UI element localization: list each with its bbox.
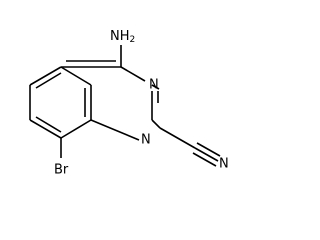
atom-label-nitrile-nitrogen: N xyxy=(219,157,229,172)
bond-cn-triple-2 xyxy=(196,142,221,157)
bond-n1-c8a xyxy=(90,119,140,141)
bond-c8a-c4a xyxy=(60,66,92,86)
molecule-structure-diagram: NH2 N N N Br xyxy=(29,29,229,178)
bond-c4a-c5 xyxy=(29,66,62,86)
bond-cn-triple-1 xyxy=(194,147,219,162)
atom-label-ring-nitrogen-upper: N xyxy=(149,78,159,93)
bond-cn-triple-3 xyxy=(192,152,217,167)
bond-n3-c2 xyxy=(151,84,160,90)
bond-c6-c7 xyxy=(29,119,62,139)
bond-c7-c8 xyxy=(60,119,92,139)
bond-c4a-c5-inner xyxy=(35,72,62,89)
bond-c4-n3 xyxy=(120,66,146,82)
atom-label-amino: NH2 xyxy=(110,29,135,46)
bond-c2-cn xyxy=(159,127,196,149)
bond-c2-n1 xyxy=(151,119,161,129)
bond-c6-c7-inner xyxy=(35,116,62,133)
atom-label-ring-nitrogen-lower: N xyxy=(141,133,151,148)
atom-label-bromine: Br xyxy=(54,163,69,178)
